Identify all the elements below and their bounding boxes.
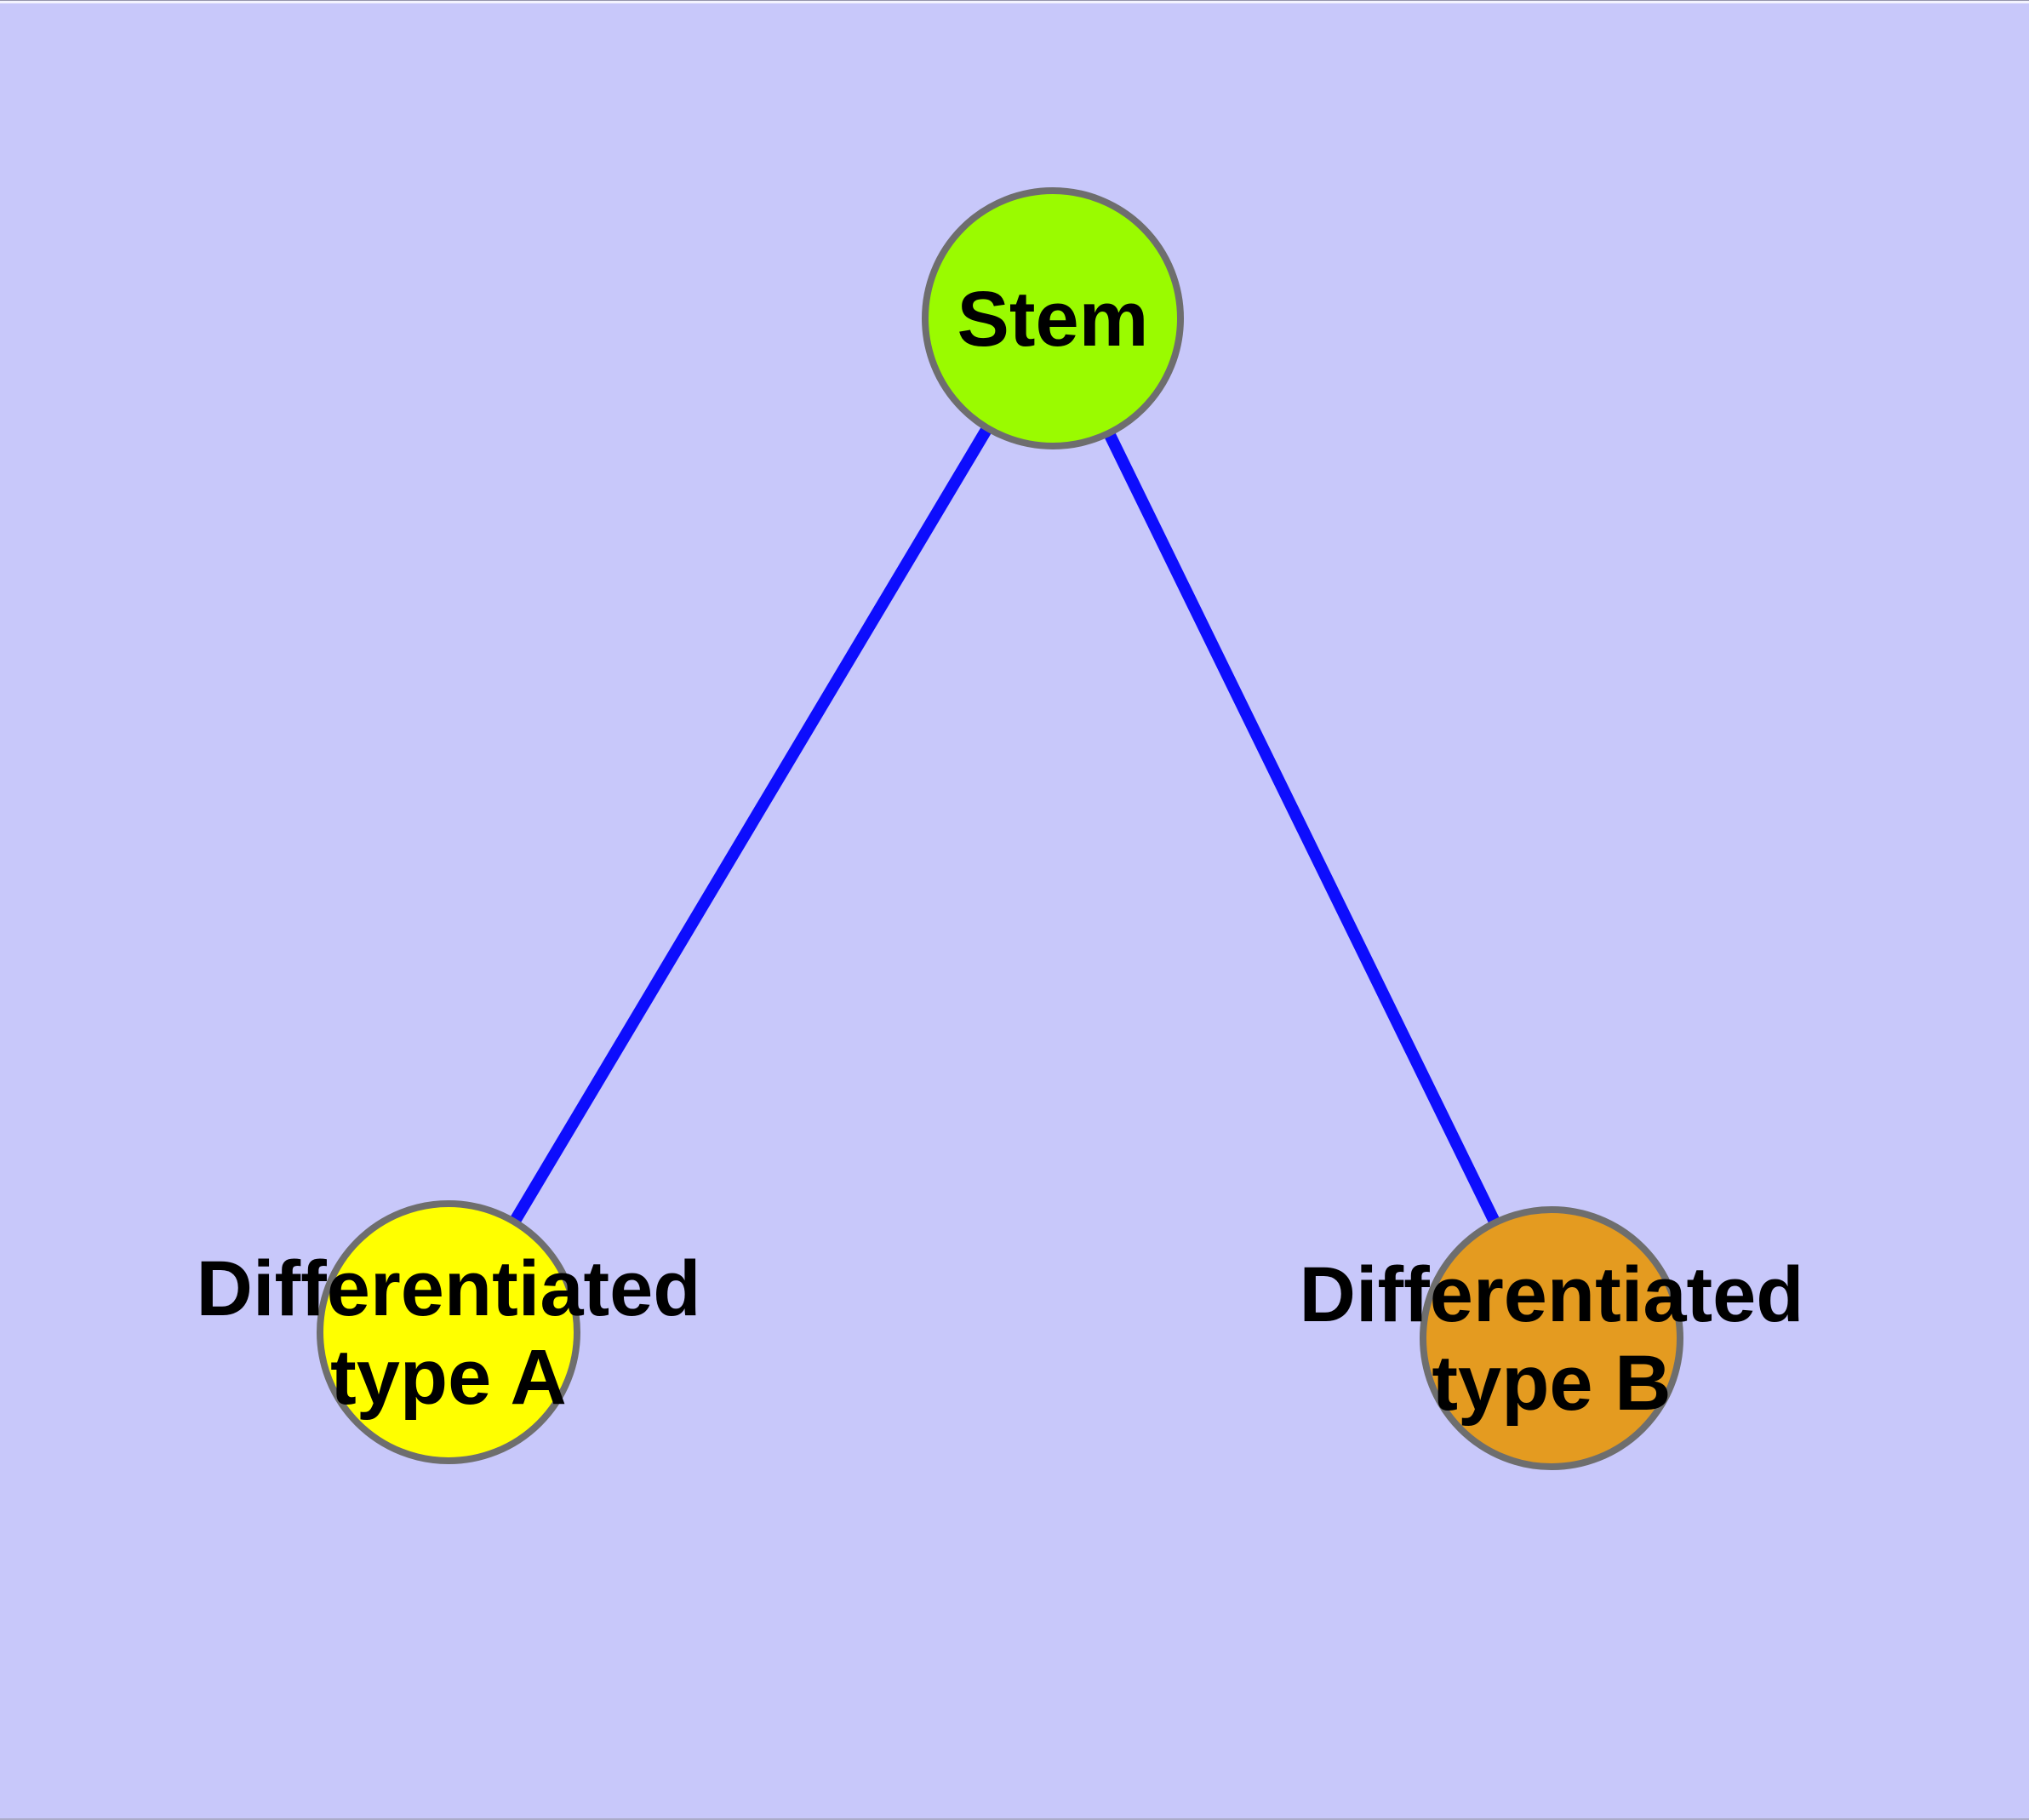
top-edge-highlight	[0, 1, 2029, 3]
node-type-a-label-line2: type A	[330, 1334, 567, 1421]
node-differentiated-type-b	[1420, 1206, 1683, 1470]
edge-stem-to-type-b	[1047, 315, 1557, 1342]
node-type-a-label-line1: Differentiated	[197, 1245, 701, 1332]
node-differentiated-type-a	[317, 1200, 580, 1464]
node-stem-label: Stem	[957, 276, 1149, 363]
node-type-b-label-line1: Differentiated	[1300, 1251, 1804, 1338]
node-type-b-label-line2: type B	[1432, 1340, 1671, 1427]
bottom-edge-line	[0, 1818, 2029, 1820]
node-stem	[922, 187, 1184, 449]
edge-stem-to-type-a	[443, 315, 1059, 1336]
top-edge-line	[0, 0, 2029, 1]
